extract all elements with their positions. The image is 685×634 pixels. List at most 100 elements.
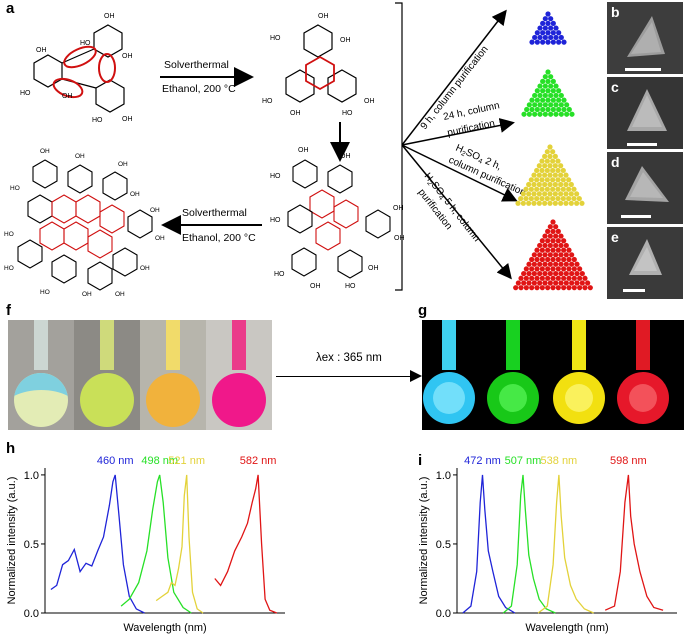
triangle-dot — [534, 256, 540, 263]
triangle-dot — [537, 25, 543, 31]
y-tick-label: 0.0 — [24, 608, 39, 620]
synthesis-scheme: OH HO OH OH HO OH HO OH Solverthermal Et… — [4, 2, 593, 298]
y-tick-label: 1.0 — [436, 470, 451, 482]
tem-image-c: c — [607, 77, 683, 149]
triangle-dot — [548, 102, 554, 108]
triangle-dot — [542, 83, 548, 89]
triangle-dot — [526, 200, 532, 206]
triangle-dot — [571, 195, 577, 202]
triangle-dot — [547, 233, 553, 239]
triangle-dot — [521, 111, 527, 117]
triangle-dot — [553, 224, 559, 230]
triangle-dot — [528, 195, 534, 202]
svg-text:OH: OH — [340, 37, 351, 44]
blue-dot-triangle — [529, 11, 567, 45]
triangle-dot — [582, 275, 588, 281]
svg-text:OH: OH — [290, 110, 301, 117]
peak-label: 521 nm — [168, 455, 205, 467]
triangle-dot — [552, 200, 558, 206]
triangle-dot — [545, 88, 551, 94]
triangle-dot — [550, 106, 556, 113]
triangle-dot — [556, 39, 562, 45]
triangle-dot — [545, 275, 551, 281]
triangle-dot — [540, 88, 546, 94]
triangle-dot — [531, 172, 537, 178]
triangle-dot — [569, 261, 575, 267]
triangle-dot — [542, 242, 548, 249]
triangle-dot — [553, 270, 559, 277]
triangle-dot — [540, 97, 546, 103]
triangle-dot — [547, 242, 553, 249]
triangle-dot — [539, 275, 545, 281]
svg-text:HO: HO — [40, 289, 50, 296]
ho-label: HO — [80, 40, 91, 47]
triangle-dot — [558, 242, 564, 249]
peak-label: 598 nm — [610, 455, 647, 467]
peak-label: 507 nm — [505, 455, 542, 467]
step2-bottom-text: Ethanol, 200 °C — [182, 232, 256, 244]
triangle-dot — [542, 252, 548, 258]
triangle-dot — [540, 30, 546, 36]
triangle-dot — [556, 88, 562, 94]
triangle-dot — [531, 191, 537, 197]
triangle-dot — [526, 111, 532, 117]
triangle-dot — [558, 34, 564, 41]
triangle-dot — [555, 228, 561, 234]
triangle-dot — [537, 102, 543, 108]
triangle-dot — [550, 158, 556, 164]
triangle-dot — [568, 191, 574, 197]
triangle-dot — [547, 200, 553, 206]
triangle-dot — [523, 195, 529, 202]
triangle-dot — [577, 266, 583, 272]
triangle-dot — [558, 181, 564, 188]
step1-bottom-text: Ethanol, 200 °C — [162, 83, 236, 95]
triangle-dot — [558, 92, 564, 99]
triangle-dot — [553, 102, 559, 108]
triangle-dot — [563, 172, 569, 178]
route2-text-2: purification — [446, 118, 496, 139]
triangle-dot — [568, 181, 574, 188]
triangle-dot — [534, 275, 540, 281]
triangle-dot — [558, 111, 564, 117]
svg-text:OH: OH — [122, 116, 133, 123]
triangle-dot — [553, 280, 559, 286]
triangle-dot — [524, 106, 530, 113]
triangle-dot — [537, 83, 543, 89]
triangle-dot — [585, 280, 591, 286]
triangle-dot — [526, 270, 532, 277]
triangle-dot — [547, 270, 553, 277]
triangle-dot — [553, 111, 559, 117]
triangle-dot — [542, 16, 548, 22]
triangle-dot — [531, 270, 537, 277]
triangle-dot — [523, 266, 529, 272]
triangle-dot — [545, 106, 551, 113]
triangle-dot — [515, 200, 521, 206]
triangle-dot — [545, 228, 551, 234]
svg-text:OH: OH — [40, 148, 50, 155]
oh-label: OH — [104, 13, 115, 20]
triangle-dot — [537, 242, 543, 249]
triangle-dot — [539, 238, 545, 244]
triangle-dot — [531, 181, 537, 188]
svg-text:OH: OH — [122, 53, 133, 60]
triangle-dot — [571, 186, 577, 192]
triangle-dot — [571, 275, 577, 281]
panel-label-g: g — [418, 302, 428, 319]
triangle-dot — [553, 34, 559, 41]
triangle-dot — [569, 280, 575, 286]
triangle-dot — [518, 275, 524, 281]
triangle-dot — [547, 172, 553, 178]
triangle-dot — [576, 195, 582, 202]
triangle-dot — [558, 200, 564, 206]
triangle-dot — [542, 92, 548, 99]
triangle-dot — [556, 106, 562, 113]
triangle-dot — [544, 177, 550, 183]
triangle-dot — [563, 261, 569, 267]
triangle-dot — [577, 275, 583, 281]
triangle-dot — [555, 195, 561, 202]
triangle-dot — [558, 252, 564, 258]
svg-text:HO: HO — [4, 231, 14, 238]
triangle-dot — [523, 285, 529, 291]
triangle-dot — [547, 153, 553, 159]
triangle-dot — [547, 144, 553, 150]
